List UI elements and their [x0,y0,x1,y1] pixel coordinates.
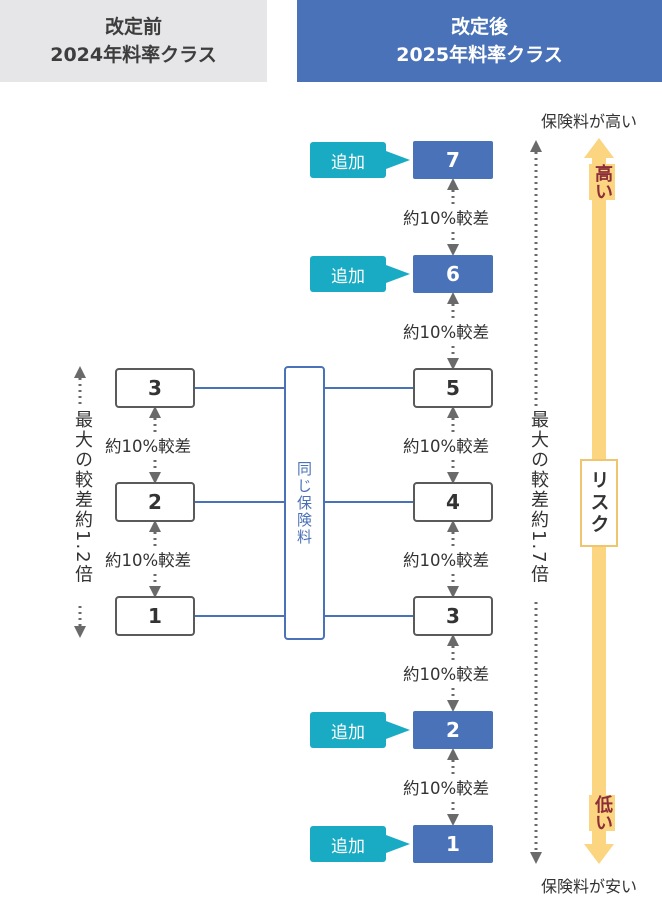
premium-high-label: 保険料が高い [541,112,638,131]
add-tag-2-label: 追加 [331,722,365,743]
after-header-title: 改定後 [450,16,508,38]
add-arrow-2 [386,721,410,739]
diff-label-5-4: 約10%較差 [403,433,490,457]
after-class-2: 2 [413,711,493,749]
after-class-5-label: 5 [446,376,460,400]
add-arrow-7 [386,151,410,169]
diff-label-before-3-2: 約10%較差 [105,433,192,457]
add-tag-6: 追加 [310,256,386,292]
right-range-label: 最大の較差約1.7倍 [525,408,551,602]
after-class-3: 3 [413,596,493,636]
after-header: 改定後 2025年料率クラス [297,0,662,82]
same-premium-box: 同じ保険料 [284,366,325,640]
before-header-subtitle: 2024年料率クラス [50,44,217,66]
after-class-7: 7 [413,141,493,179]
diff-label-7-6: 約10%較差 [403,205,490,229]
before-class-2: 2 [115,482,195,522]
diff-label-4-3: 約10%較差 [403,547,490,571]
add-arrow-1 [386,835,410,853]
add-tag-6-label: 追加 [331,266,365,287]
risk-bar-bottom-arrow [584,844,614,864]
before-class-3: 3 [115,368,195,408]
after-header-subtitle: 2025年料率クラス [396,44,563,66]
after-class-5: 5 [413,368,493,408]
same-premium-label: 同じ保険料 [295,460,313,546]
before-header-title: 改定前 [104,16,162,38]
before-class-3-label: 3 [148,376,162,400]
risk-bar-top-arrow [584,138,614,158]
before-class-1: 1 [115,596,195,636]
left-range-label: 最大の較差約1.2倍 [69,408,95,602]
add-tag-7: 追加 [310,142,386,178]
diff-label-2-1: 約10%較差 [403,775,490,799]
after-class-1-label: 1 [446,832,460,856]
before-class-2-label: 2 [148,490,162,514]
diff-label-3-2: 約10%較差 [403,661,490,685]
risk-low-label: 低い [589,795,615,831]
risk-high-label: 高い [589,164,615,200]
after-class-3-label: 3 [446,604,460,628]
before-class-1-label: 1 [148,604,162,628]
after-class-4: 4 [413,482,493,522]
after-class-2-label: 2 [446,718,460,742]
add-tag-7-label: 追加 [331,152,365,173]
after-class-1: 1 [413,825,493,863]
add-tag-1: 追加 [310,826,386,862]
add-tag-1-label: 追加 [331,836,365,857]
diff-label-before-2-1: 約10%較差 [105,547,192,571]
after-class-7-label: 7 [446,148,460,172]
after-class-4-label: 4 [446,490,460,514]
risk-label-box: リスク [580,459,618,547]
premium-low-label: 保険料が安い [541,877,638,896]
risk-label: リスク [587,470,610,536]
add-arrow-6 [386,265,410,283]
after-class-6-label: 6 [446,262,460,286]
before-header: 改定前 2024年料率クラス [0,0,267,82]
diff-label-6-5: 約10%較差 [403,319,490,343]
after-class-6: 6 [413,255,493,293]
add-tag-2: 追加 [310,712,386,748]
